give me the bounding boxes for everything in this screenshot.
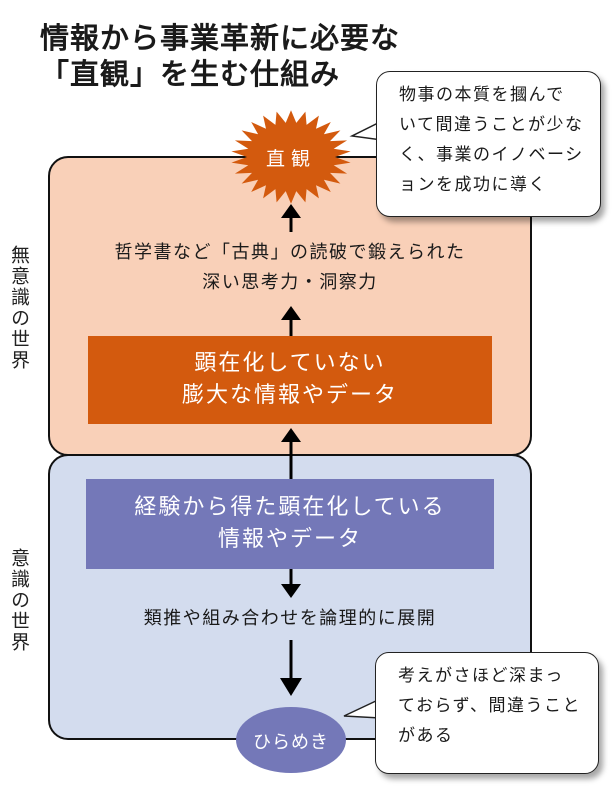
explicit-data-line-2: 情報やデータ: [217, 527, 362, 552]
unconscious-world-label: 無意識の世界: [8, 245, 30, 371]
explicit-data-line-1: 経験から得た顕在化している: [134, 495, 446, 520]
intuition-starburst: [231, 110, 351, 204]
conscious-world-label: 意識の世界: [8, 548, 30, 653]
arrow-up-to-thinking: [281, 306, 301, 336]
deep-thinking-text: 哲学書など「古典」の読破で鍛えられた 深い思考力・洞察力: [100, 238, 480, 298]
intuition-callout-line: く、事業のイノベーシ: [399, 145, 584, 165]
title-line-2: 「直観」を生む仕組み: [40, 57, 341, 91]
latent-data-line-1: 顕在化していない: [194, 351, 386, 376]
inspiration-callout: 考えがさほど深まっ ておらず、間違うこと がある: [375, 652, 599, 774]
inspiration-label: ひらめき: [253, 732, 329, 753]
title-line-1: 情報から事業革新に必要な: [40, 21, 401, 55]
intuition-callout-line: ョンを成功に導く: [399, 175, 547, 195]
logical-reasoning-text: 類推や組み合わせを論理的に展開: [143, 608, 437, 629]
intuition-callout-line: 物事の本質を摑んで: [399, 85, 565, 105]
explicit-data-box: 経験から得た顕在化している 情報やデータ: [86, 479, 494, 569]
arrow-down-to-inspiration: [280, 640, 302, 696]
inspiration-callout-line: がある: [398, 726, 454, 746]
inspiration-ellipse: [236, 707, 346, 773]
arrow-up-to-intuition: [281, 204, 301, 232]
arrow-down-to-reasoning: [281, 569, 301, 598]
arrow-up-to-latent-data: [281, 428, 301, 479]
inspiration-callout-line: 考えがさほど深まっ: [398, 666, 564, 686]
inspiration-callout-line: ておらず、間違うこと: [398, 696, 581, 716]
latent-data-line-2: 膨大な情報やデータ: [181, 383, 398, 408]
deep-thinking-line-1: 哲学書など「古典」の読破で鍛えられた: [114, 242, 466, 263]
intuition-callout-line: いて間違うことが少な: [399, 115, 584, 135]
deep-thinking-line-2: 深い思考力・洞察力: [202, 272, 378, 293]
intuition-label: 直観: [265, 148, 316, 170]
intuition-callout: 物事の本質を摑んで いて間違うことが少な く、事業のイノベーシ ョンを成功に導く: [376, 71, 601, 217]
latent-data-box: 顕在化していない 膨大な情報やデータ: [88, 336, 492, 424]
